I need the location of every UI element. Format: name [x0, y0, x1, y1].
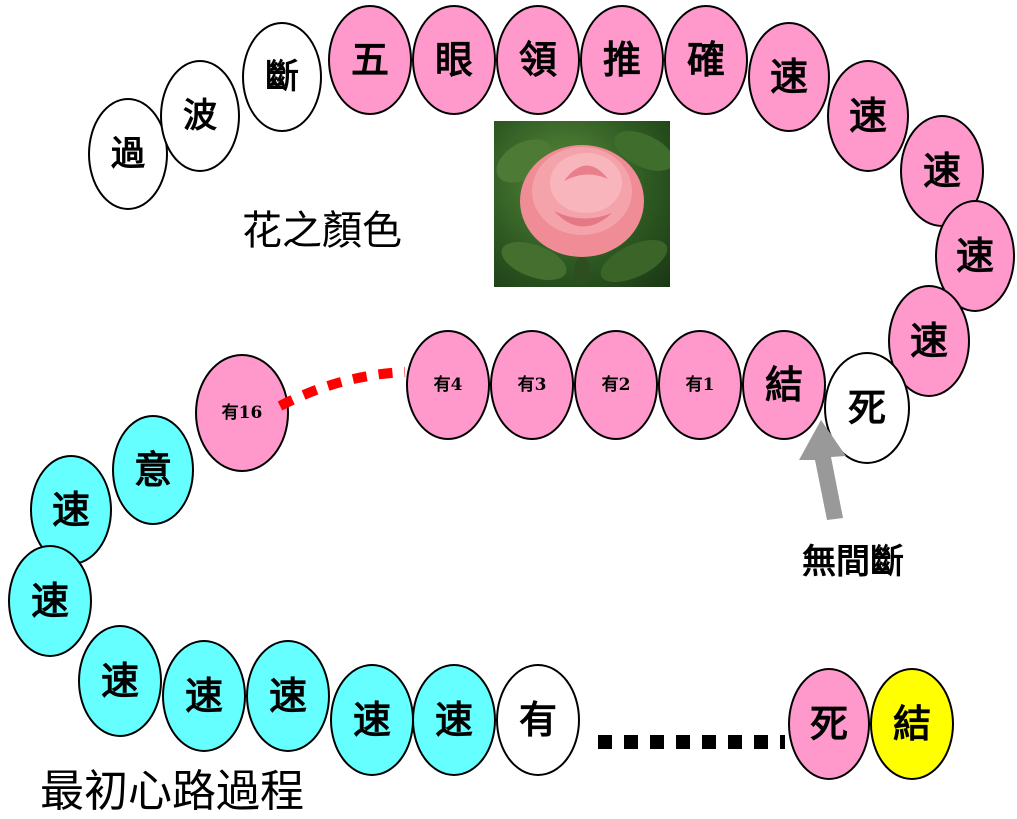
bottom-row-thought-2: 速 [162, 640, 246, 752]
top-row-thought-3: 斷 [242, 22, 322, 132]
red-dotted-connector [277, 367, 406, 411]
end-pair-thought-2: 結 [870, 668, 954, 780]
end-pair-thought-1: 死 [788, 668, 870, 780]
bottom-row-thought-6: 有 [496, 664, 580, 776]
gray-arrow-icon [799, 420, 846, 520]
bottom-caption: 最初心路過程 [40, 766, 304, 817]
right-arc-thought-1: 速 [827, 60, 909, 172]
top-row-thought-6: 領 [496, 5, 580, 115]
middle-row-thought-3: 有2 [574, 330, 658, 440]
middle-row-thought-1: 有4 [406, 330, 490, 440]
bottom-row-thought-5: 速 [412, 664, 496, 776]
middle-row-thought-2: 有3 [490, 330, 574, 440]
left-arc-thought-2: 速 [8, 545, 92, 657]
top-row-thought-9: 速 [748, 22, 830, 132]
top-row-thought-7: 推 [580, 5, 664, 115]
top-row-thought-1: 過 [88, 98, 168, 210]
top-row-thought-4: 五 [328, 5, 412, 115]
left-mid-thought-1: 有16 [195, 354, 289, 472]
top-row-thought-2: 波 [160, 60, 240, 172]
diagram-title: 花之顏色 [242, 208, 402, 254]
top-row-thought-5: 眼 [412, 5, 496, 115]
arrow-label: 無間斷 [802, 542, 904, 582]
left-mid-thought-2: 意 [112, 415, 194, 525]
right-arc-thought-3: 速 [935, 200, 1015, 312]
bottom-row-thought-3: 速 [246, 640, 330, 752]
black-dotted-line [598, 735, 785, 749]
rose-photo [494, 121, 670, 287]
middle-row-thought-5: 結 [742, 330, 826, 440]
top-row-thought-8: 確 [664, 5, 748, 115]
middle-row-thought-4: 有1 [658, 330, 742, 440]
bottom-row-thought-1: 速 [78, 625, 162, 737]
